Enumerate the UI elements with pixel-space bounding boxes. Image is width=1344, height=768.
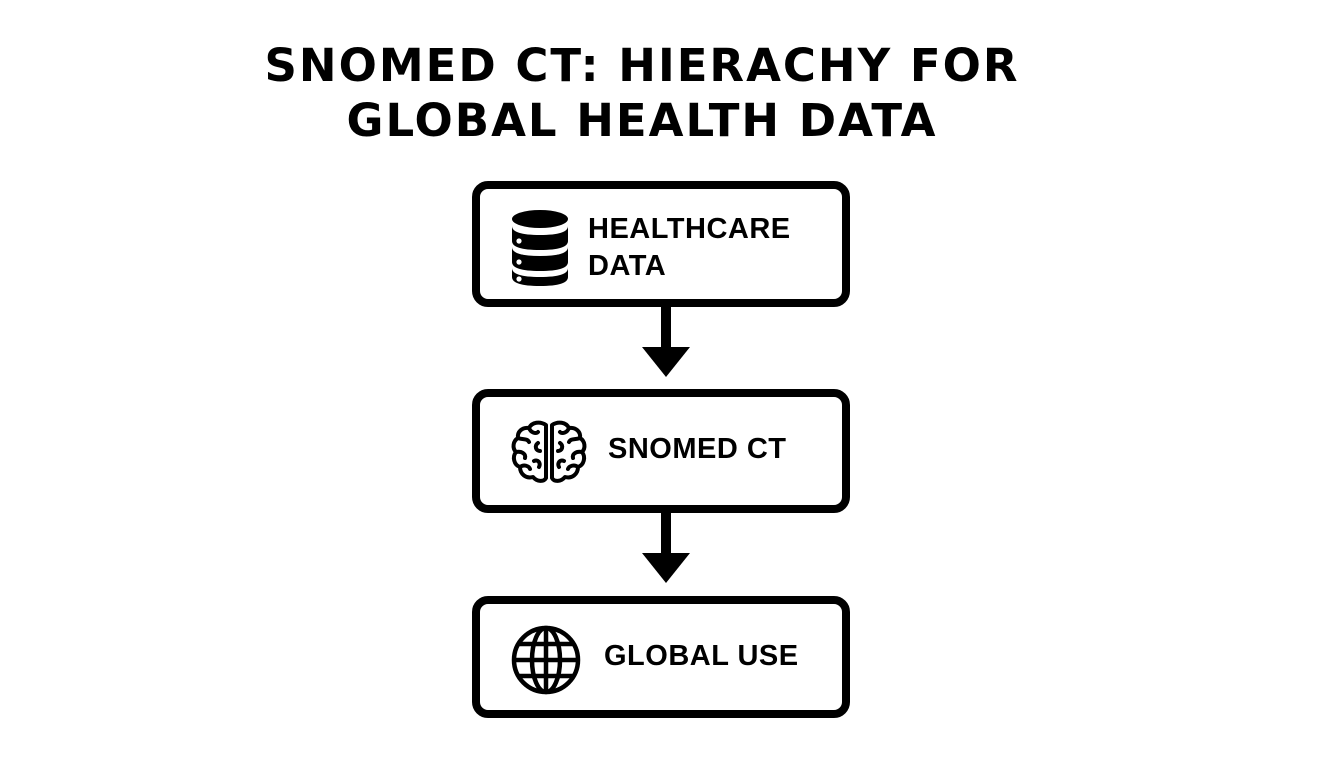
node-healthcare-data: HEALTHCARE DATA [472, 181, 850, 307]
node-global-use: GLOBAL USE [472, 596, 850, 718]
down-arrow-icon [642, 513, 690, 583]
down-arrow-icon [642, 307, 690, 377]
brain-icon [511, 420, 587, 483]
node-label: GLOBAL USE [604, 640, 799, 672]
node-snomed-ct: SNOMED CT [472, 389, 850, 513]
diagram-title: SNOMED CT: HIERACHY FOR GLOBAL HEALTH DA… [0, 38, 1284, 148]
title-line-1: SNOMED CT: HIERACHY FOR [264, 39, 1020, 92]
node-label: HEALTHCARE DATA [588, 213, 791, 282]
title-line-2: GLOBAL HEALTH DATA [346, 94, 938, 147]
node-label: SNOMED CT [608, 433, 787, 465]
globe-icon [511, 625, 581, 695]
database-icon [512, 210, 568, 286]
